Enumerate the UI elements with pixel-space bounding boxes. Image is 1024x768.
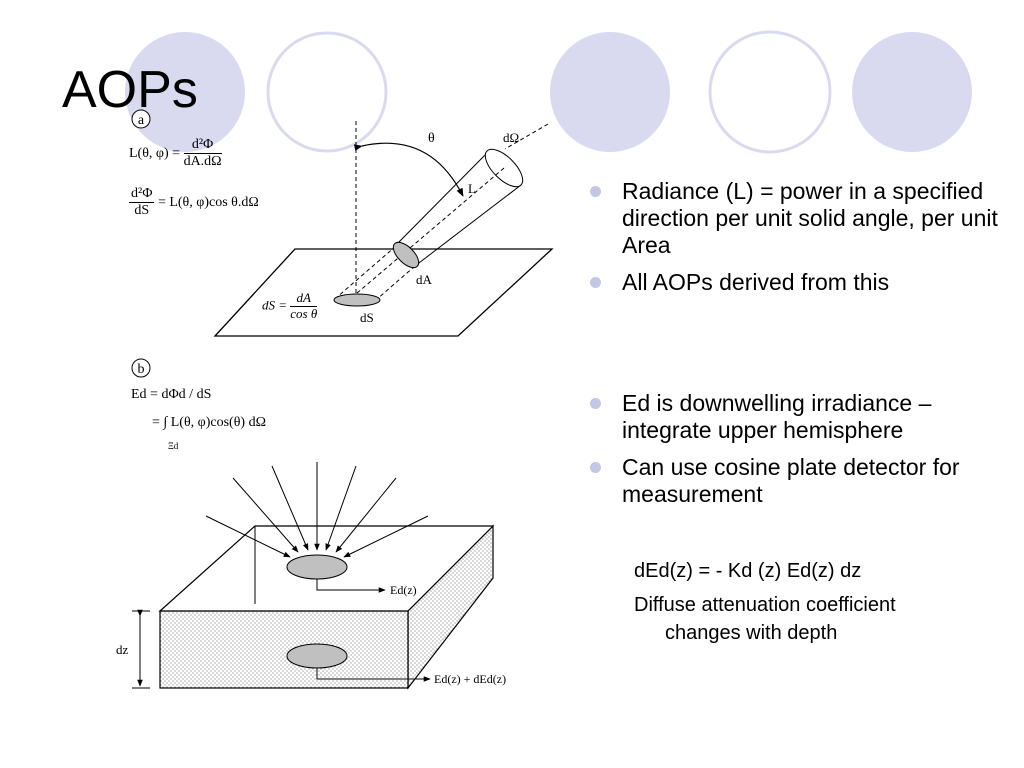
- ed-z-label: Ed(z): [390, 583, 417, 597]
- decorative-circles: [125, 30, 972, 154]
- panel-a-letter: a: [138, 113, 145, 128]
- deco-circle-2: [266, 31, 388, 153]
- panel-a: a θ dΩ L dA dS: [131, 109, 554, 337]
- panel-a-badge: [131, 109, 151, 129]
- bullets-radiance: Radiance (L) = power in a specified dire…: [590, 178, 1020, 306]
- eq-hemisphere-subscript: Ξd: [168, 441, 179, 451]
- bullet-item: Ed is downwelling irradiance – integrate…: [590, 390, 1020, 444]
- lower-plate: [286, 643, 348, 669]
- deco-circle-3: [550, 32, 670, 152]
- ray-2: [232, 477, 299, 553]
- tube-axis-dashed: [349, 167, 505, 300]
- tube-projection-dashed-1: [335, 245, 397, 299]
- ray-5: [325, 465, 357, 551]
- ray-1: [205, 515, 291, 558]
- theta-arc: [353, 142, 464, 197]
- deco-circle-5: [852, 32, 972, 152]
- bullet-item: Can use cosine plate detector for measur…: [590, 454, 1020, 508]
- ed-z-dz-label: Ed(z) + dEd(z): [434, 672, 506, 686]
- eq-downwelling-irradiance: Ed = dΦd / dS: [131, 387, 212, 402]
- deco-circle-4: [708, 30, 832, 154]
- ds-label: dS: [360, 310, 374, 325]
- lower-plate-arrow: [316, 668, 431, 682]
- panel-b: b Ed(z) + dEd(z) Ed(z) dz: [116, 358, 506, 690]
- aop-diagram: a θ dΩ L dA dS b: [116, 109, 554, 690]
- da-label: dA: [416, 272, 433, 287]
- bullet-dot: [590, 277, 601, 288]
- bullet-dot: [590, 462, 601, 473]
- attenuation-equation: dEd(z) = - Kd (z) Ed(z) dz: [634, 560, 862, 582]
- ray-3: [271, 465, 309, 551]
- deco-circle-1: [125, 32, 245, 152]
- ray-7: [343, 515, 429, 558]
- upper-plate-arrow: [316, 579, 386, 593]
- domega-label: dΩ: [503, 130, 519, 145]
- tube-edge-top: [395, 151, 489, 246]
- tube-projection-dashed-2: [375, 265, 416, 301]
- eq-hemisphere-integral: = ∫ L(θ, φ)cos(θ) dΩ: [152, 415, 266, 430]
- domega-line: [504, 123, 549, 150]
- surface-plane: [213, 248, 554, 337]
- bullet-item: All AOPs derived from this: [590, 269, 1020, 296]
- tube-edge-bottom: [414, 184, 522, 267]
- attenuation-note-line1: Diffuse attenuation coefficient: [634, 594, 896, 616]
- l-label: L: [468, 181, 476, 196]
- panel-b-badge: [131, 358, 151, 378]
- dz-label: dz: [116, 642, 129, 657]
- panel-b-letter: b: [138, 362, 145, 377]
- theta-label: θ: [428, 131, 435, 146]
- slide-title: AOPs: [62, 61, 198, 119]
- ds-ellipse: [333, 293, 381, 307]
- attenuation-note-line2: changes with depth: [665, 622, 838, 644]
- bullets-irradiance: Ed is downwelling irradiance – integrate…: [590, 390, 1020, 518]
- bullet-item: Radiance (L) = power in a specified dire…: [590, 178, 1020, 259]
- ray-6: [335, 477, 397, 553]
- bullet-dot: [590, 186, 601, 197]
- da-ellipse: [392, 241, 420, 269]
- upper-plate: [286, 554, 348, 580]
- bullet-dot: [590, 398, 601, 409]
- water-slab-front: [159, 610, 409, 689]
